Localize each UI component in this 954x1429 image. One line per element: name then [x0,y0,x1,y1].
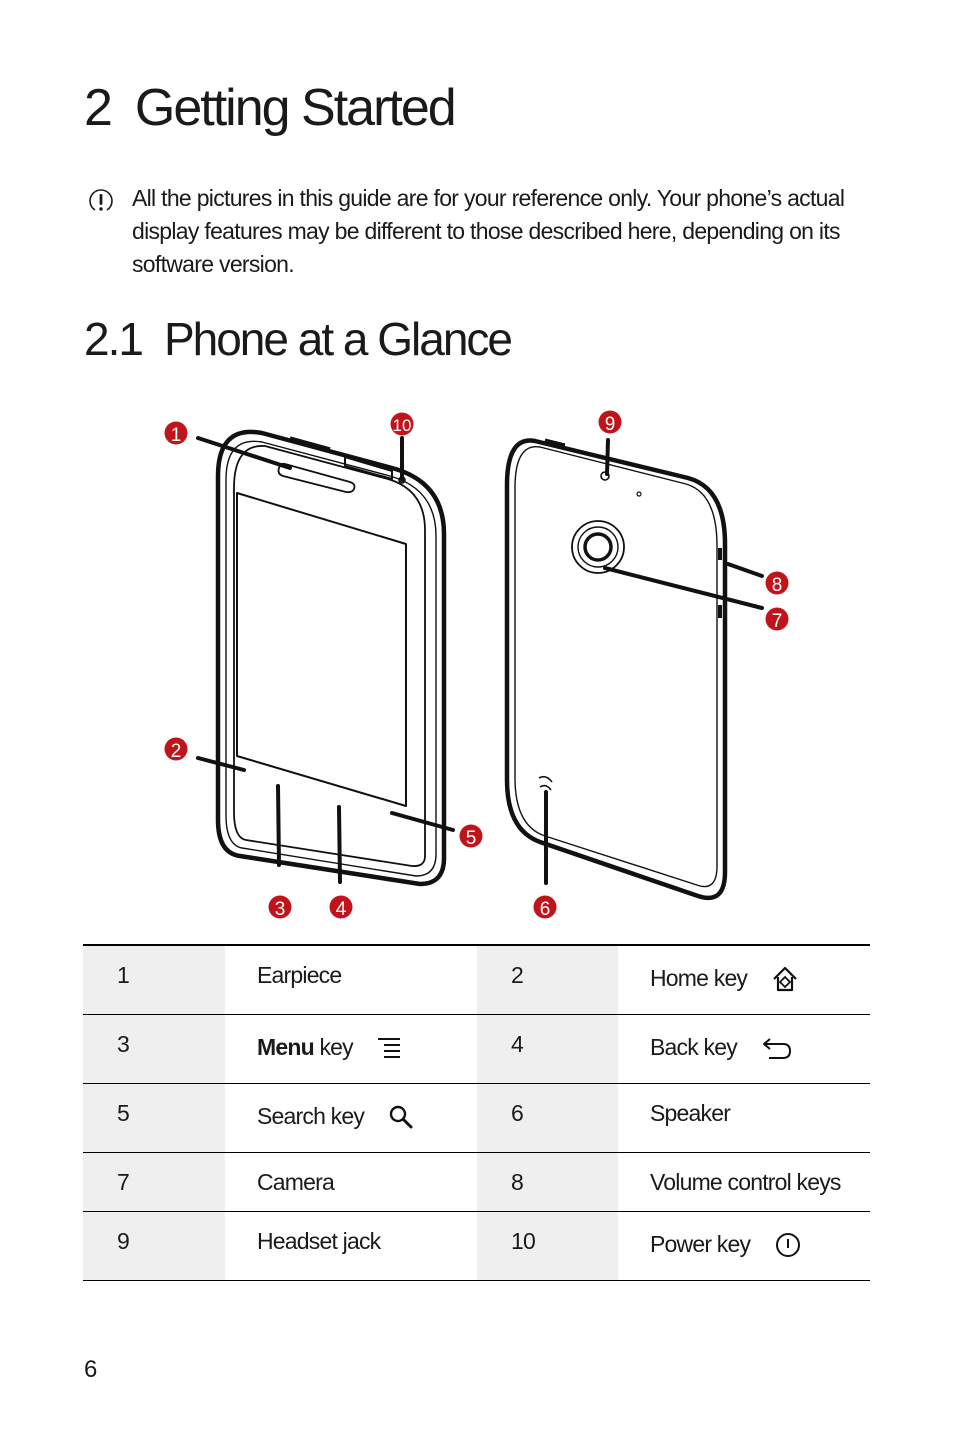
callout-1: 1 [164,421,188,446]
callout-9: 9 [598,410,622,435]
phone-front [215,429,447,887]
page-number: 6 [84,1356,98,1383]
callout-2-label: 2 [171,741,182,762]
item-label: Earpiece [225,944,477,1015]
phone-diagram: 1 2 3 4 5 6 7 8 9 10 [164,410,789,920]
keys-table: 1 Earpiece 2 Home key 3 Menu key 4 Back … [83,944,870,1281]
item-number: 10 [477,1211,618,1281]
callout-3: 3 [268,895,292,920]
callout-2: 2 [164,737,188,762]
item-number: 9 [83,1211,225,1281]
back-icon [762,1038,791,1059]
callout-10-label: 10 [393,416,412,435]
item-cell: Back key [618,1014,870,1084]
callout-markers: 1 2 3 4 5 6 7 8 9 10 [164,410,789,920]
table-row: 5 Search key 6 Speaker [83,1083,870,1153]
item-label: Home key [650,965,748,992]
item-label: Search key [257,1103,365,1130]
item-label: Power key [650,1231,751,1258]
item-cell: Search key [225,1083,477,1153]
item-cell: Menu key [225,1014,477,1084]
callout-5-label: 5 [466,828,477,849]
callout-3-label: 3 [275,899,286,920]
chapter-heading: 2 Getting Started [84,78,457,138]
chapter-title: Getting Started [134,79,457,137]
item-number: 5 [83,1083,225,1153]
callout-4-label: 4 [336,899,347,920]
callout-10: 10 [390,412,414,436]
item-label: Back key [650,1034,738,1061]
callout-5: 5 [459,824,483,849]
callout-7-label: 7 [772,611,783,632]
item-label: Camera [225,1152,477,1212]
callout-leaders [196,436,764,885]
power-icon [775,1232,800,1257]
table-row: 9 Headset jack 10 Power key [83,1211,870,1281]
item-number: 2 [477,944,618,1015]
callout-8-label: 8 [772,575,783,596]
table-row: 3 Menu key 4 Back key [83,1014,870,1084]
item-label-wrap: Menu key [257,1034,354,1061]
item-number: 6 [477,1083,618,1153]
item-number: 4 [477,1014,618,1084]
menu-icon [378,1037,401,1058]
item-label: Headset jack [225,1211,477,1281]
phone-back [504,438,728,901]
item-number: 7 [83,1152,225,1212]
section-number: 2.1 [84,313,144,365]
table-row: 7 Camera 8 Volume control keys [83,1152,870,1212]
item-label: Volume control keys [618,1152,870,1212]
callout-8: 8 [765,571,789,596]
callout-4: 4 [329,895,353,920]
item-number: 3 [83,1014,225,1084]
note-icon [89,189,113,211]
note-text: All the pictures in this guide are for y… [132,185,845,277]
item-cell: Power key [618,1211,870,1281]
callout-7: 7 [765,607,789,632]
callout-6: 6 [533,895,557,920]
home-icon [772,966,797,992]
item-label-bold: Menu [257,1034,315,1061]
section-title: Phone at a Glance [163,313,513,365]
section-heading: 2.1 Phone at a Glance [84,312,513,366]
item-number: 1 [83,944,225,1015]
item-label: Speaker [618,1083,870,1153]
item-cell: Home key [618,944,870,1015]
chapter-number: 2 [84,79,113,137]
search-icon [389,1105,413,1129]
item-label: key [313,1034,353,1061]
note-block: All the pictures in this guide are for y… [84,182,874,281]
callout-1-label: 1 [171,425,182,446]
item-number: 8 [477,1152,618,1212]
callout-6-label: 6 [540,899,551,920]
table-row: 1 Earpiece 2 Home key [83,944,870,1015]
callout-9-label: 9 [605,414,616,435]
